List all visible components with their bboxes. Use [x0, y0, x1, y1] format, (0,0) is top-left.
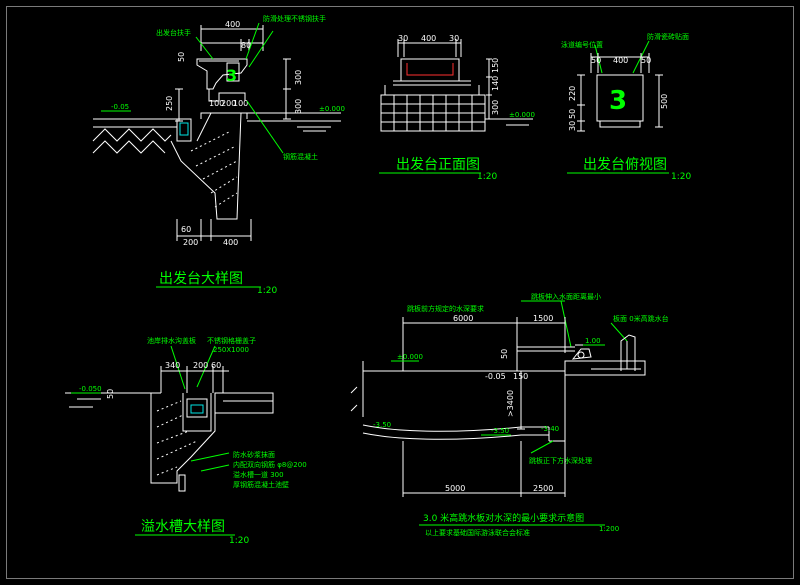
note-handrail: 出发台扶手: [156, 28, 191, 37]
ov-dim-50: 50: [106, 389, 115, 399]
depth-note-platform: 板面 0米高跳水台: [613, 314, 669, 323]
front-dim-300: 300: [491, 100, 500, 115]
side-scale: 1:20: [671, 172, 691, 182]
depth-diagram: 跳板伸入水面距离最小 跳板前方规定的水深要求 板面 0米高跳水台 6000 15…: [350, 292, 669, 537]
side-dim-400: 400: [613, 56, 628, 65]
dim-300b: 300: [294, 99, 303, 114]
ov-dim-60: 60: [211, 361, 221, 370]
side-number: 3: [609, 86, 627, 116]
overflow-scale: 1:20: [229, 536, 249, 546]
side-note-lane: 泳道编号位置: [561, 40, 603, 49]
note-concrete: 钢筋混凝土: [283, 152, 318, 161]
depth-note-under: 跳板正下方水深处理: [529, 456, 592, 465]
front-dim-30a: 30: [398, 34, 408, 43]
dim-400b: 400: [223, 238, 238, 247]
block-number: 3: [226, 66, 237, 85]
dim-250: 250: [165, 96, 174, 111]
front-dim-150: 150: [491, 58, 500, 73]
depth-sub: 以上要求基础国际游泳联合会标准: [425, 528, 530, 537]
ov-note-drain: 池岸排水沟盖板: [147, 336, 196, 345]
dim-100b: 100: [233, 99, 248, 108]
dim-400: 400: [225, 20, 240, 29]
overflow-title: 溢水槽大样图: [141, 519, 225, 535]
front-scale: 1:20: [477, 172, 497, 182]
ov-dim-340: 340: [165, 361, 180, 370]
depth-dim-5000: 5000: [445, 484, 465, 493]
dim-100a: 100: [209, 99, 224, 108]
depth-level-0: ±0.000: [397, 353, 423, 361]
side-dim-500: 500: [660, 94, 669, 109]
front-title: 出发台正面图: [396, 157, 480, 173]
depth-dim-2500: 2500: [533, 484, 553, 493]
starting-block-detail: 400 80 50 3 300 300 250 100 200 100: [92, 14, 345, 296]
dim-200: 200: [221, 99, 236, 108]
front-level: ±0.000: [509, 111, 535, 119]
ov-note-plaster: 防水砂浆抹面: [233, 450, 275, 459]
depth-dim-1500: 1500: [533, 314, 553, 323]
side-dim-50b: 50: [641, 56, 651, 65]
dim-60: 60: [181, 225, 191, 234]
overflow-detail: 池岸排水沟盖板 不锈钢格栅盖子 250X1000 340 200 60 -0.0…: [65, 336, 307, 546]
drawing-canvas: 400 80 50 3 300 300 250 100 200 100: [6, 6, 794, 579]
side-note-tile: 防滑瓷砖贴面: [647, 32, 689, 41]
depth-level-350b: -3.50: [491, 427, 509, 435]
dim-300: 300: [294, 70, 303, 85]
ov-note-slot: 溢水槽一道 300: [233, 470, 284, 479]
side-title: 出发台俯视图: [583, 157, 667, 173]
level-right: ±0.000: [319, 105, 345, 113]
level-left: -0.05: [111, 103, 129, 111]
front-dim-140: 140: [491, 76, 500, 91]
depth-note-board: 跳板伸入水面距离最小: [531, 292, 601, 301]
depth-level-left: -0.05: [485, 372, 506, 381]
dim-200b: 200: [183, 238, 198, 247]
depth-caption: 3.0 米高跳水板对水深的最小要求示意图: [423, 512, 584, 524]
ov-note-rebar: 内配双向钢筋 φ8@200: [233, 460, 307, 469]
dim-80: 80: [241, 41, 251, 50]
ov-dim-200: 200: [193, 361, 208, 370]
depth-dim-3400: >3400: [506, 390, 515, 417]
depth-dim-6000: 6000: [453, 314, 473, 323]
ov-note-size: 250X1000: [213, 346, 249, 354]
side-dim-220: 220: [568, 86, 577, 101]
front-view: 30 400 30 150 140 300: [379, 34, 535, 182]
side-dim-50c: 50: [568, 109, 577, 119]
dim-50: 50: [177, 52, 186, 62]
depth-note-front: 跳板前方规定的水深要求: [407, 304, 484, 313]
depth-dim-50: 50: [500, 349, 509, 359]
detail-scale: 1:20: [257, 286, 277, 296]
depth-scale: 1:200: [599, 525, 619, 533]
side-view: 泳道编号位置 防滑瓷砖贴面 50 400 50 3 220 50 30 500 …: [561, 32, 691, 182]
front-dim-400: 400: [421, 34, 436, 43]
cad-drawing: 400 80 50 3 300 300 250 100 200 100: [65, 14, 691, 546]
ov-note-grate: 不锈钢格栅盖子: [207, 336, 256, 345]
depth-level-340: -3.40: [541, 425, 559, 433]
depth-level-350a: -3.50: [373, 421, 391, 429]
ov-level: -0.050: [79, 385, 102, 393]
front-dim-30b: 30: [449, 34, 459, 43]
side-dim-30: 30: [568, 121, 577, 131]
ov-note-wall: 厚钢筋混凝土池壁: [233, 480, 289, 489]
note-antislip: 防滑处理不锈钢扶手: [263, 14, 326, 23]
detail-title: 出发台大样图: [159, 271, 243, 287]
depth-level-top: 1.00: [585, 337, 601, 345]
side-dim-50a: 50: [591, 56, 601, 65]
